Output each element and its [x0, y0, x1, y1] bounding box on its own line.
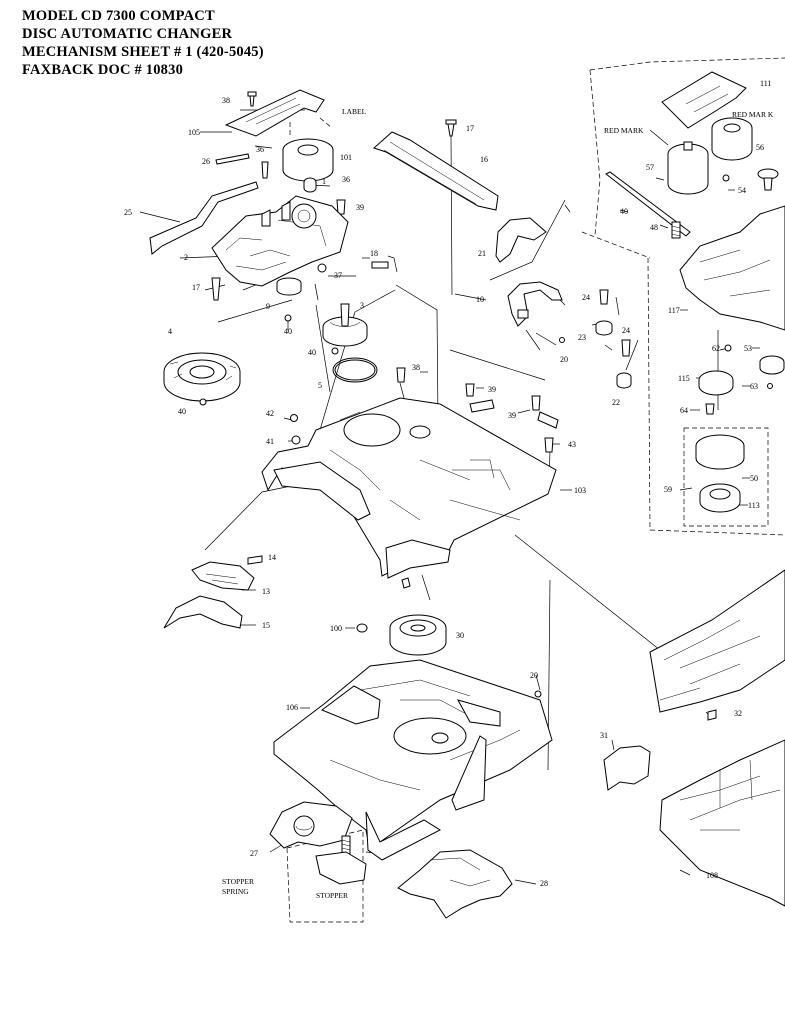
- label-40d: 40: [620, 207, 628, 216]
- label-101: 101: [340, 153, 352, 162]
- label-40a: 40: [284, 327, 292, 336]
- label-26: 26: [202, 157, 210, 166]
- label-23: 23: [578, 333, 586, 342]
- leader-lines: [139, 81, 760, 885]
- label-63: 63: [750, 382, 758, 391]
- label-24b: 24: [622, 326, 630, 335]
- label-25: 25: [124, 208, 132, 217]
- label-43: 43: [568, 440, 576, 449]
- label-9: 9: [266, 302, 270, 311]
- label-57: 57: [646, 163, 654, 172]
- label-62: 62: [712, 344, 720, 353]
- label-red-mark-b: RED MAR K: [732, 110, 774, 119]
- right-lower-frame: [603, 569, 785, 907]
- label-10: 10: [476, 295, 484, 304]
- label-38a: 38: [222, 96, 230, 105]
- label-5: 5: [318, 381, 322, 390]
- lower-parts-27-28-stopper: [269, 801, 513, 919]
- label-100: 100: [330, 624, 342, 633]
- upper-left-parts: [149, 89, 378, 406]
- label-4: 4: [168, 327, 172, 336]
- label-103: 103: [574, 486, 586, 495]
- label-16: 16: [480, 155, 488, 164]
- label-41: 41: [266, 437, 274, 446]
- label-13: 13: [262, 587, 270, 596]
- label-50: 50: [750, 474, 758, 483]
- label-36a: 36: [256, 145, 264, 154]
- label-39a: 39: [356, 203, 364, 212]
- label-108: 108: [706, 871, 718, 880]
- label-38b: 38: [412, 363, 420, 372]
- label-21: 21: [478, 249, 486, 258]
- label-stopper-spring-1: STOPPER: [222, 877, 254, 886]
- label-30: 30: [456, 631, 464, 640]
- label-3: 3: [360, 301, 364, 310]
- label-105: 105: [188, 128, 200, 137]
- label-39b: 39: [488, 385, 496, 394]
- label-label: LABEL: [342, 107, 367, 116]
- label-17a: 17: [192, 283, 200, 292]
- header-line-3: MECHANISM SHEET # 1 (420-5045): [22, 44, 264, 60]
- lower-tray-assembly: [273, 614, 553, 861]
- label-48: 48: [650, 223, 658, 232]
- label-stopper-spring-2: SPRING: [222, 887, 249, 896]
- label-28: 28: [540, 879, 548, 888]
- label-64: 64: [680, 406, 688, 415]
- assembly-boundaries: [286, 57, 785, 923]
- label-53: 53: [744, 344, 752, 353]
- right-upper-assembly: [605, 71, 785, 513]
- main-chassis: [261, 367, 559, 589]
- label-40b: 40: [308, 348, 316, 357]
- label-113: 113: [748, 501, 760, 510]
- label-18: 18: [370, 249, 378, 258]
- label-31: 31: [600, 731, 608, 740]
- lever-parts-13-15: [163, 555, 263, 629]
- label-59: 59: [664, 485, 672, 494]
- label-14: 14: [268, 553, 276, 562]
- label-24a: 24: [582, 293, 590, 302]
- label-20a: 20: [560, 355, 568, 364]
- label-17b: 17: [466, 124, 474, 133]
- label-15: 15: [262, 621, 270, 630]
- label-20b: 20: [530, 671, 538, 680]
- label-106: 106: [286, 703, 298, 712]
- label-40c: 40: [178, 407, 186, 416]
- label-37: 37: [334, 271, 342, 280]
- header-line-4: FAXBACK DOC # 10830: [22, 62, 184, 78]
- label-39c: 39: [508, 411, 516, 420]
- label-36b: 36: [342, 175, 350, 184]
- label-111: 111: [760, 79, 771, 88]
- label-22: 22: [612, 398, 620, 407]
- label-54: 54: [738, 186, 746, 195]
- label-27: 27: [250, 849, 258, 858]
- label-2: 2: [184, 253, 188, 262]
- label-117: 117: [668, 306, 680, 315]
- label-1: 1: [322, 177, 326, 186]
- upper-center-parts: [371, 119, 632, 389]
- label-56: 56: [756, 143, 764, 152]
- part-labels: 38 105 36 LABEL 101 1 36 26 25 39 2 17 1…: [124, 79, 774, 900]
- label-42: 42: [266, 409, 274, 418]
- header-line-1: MODEL CD 7300 COMPACT: [22, 8, 215, 24]
- label-115: 115: [678, 374, 690, 383]
- label-32: 32: [734, 709, 742, 718]
- header-line-2: DISC AUTOMATIC CHANGER: [22, 26, 233, 42]
- label-stopper: STOPPER: [316, 891, 348, 900]
- label-red-mark-a: RED MARK: [604, 126, 644, 135]
